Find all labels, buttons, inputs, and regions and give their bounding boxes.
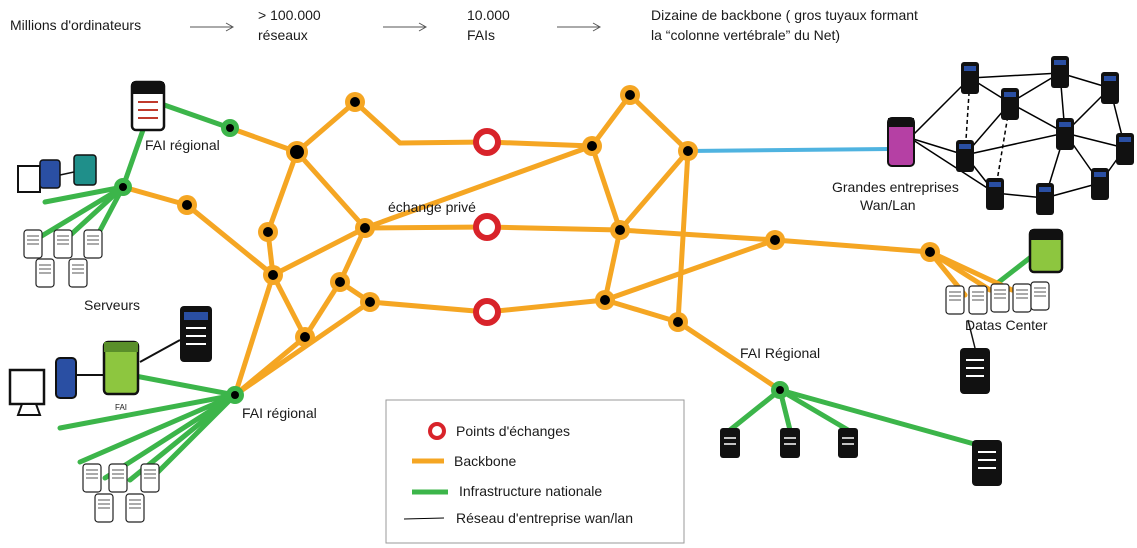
arrow-icon [383, 22, 428, 32]
label-serveurs: Serveurs [84, 297, 140, 313]
server-rack-left-icon [23, 229, 103, 288]
stage-fai-label: FAIs [467, 27, 495, 43]
header-flow: Millions d'ordinateurs > 100.000 réseaux… [10, 7, 918, 43]
backbone-node [582, 136, 602, 156]
server-node-icon [986, 178, 1004, 210]
fai-server-icon [102, 340, 140, 396]
backbone-node [263, 265, 283, 285]
legend-enterprise-label: Réseau d'entreprise wan/lan [456, 510, 633, 526]
exchange-point-icon [473, 213, 501, 241]
server-tower-icon [720, 428, 740, 458]
arrow-icon [190, 22, 235, 32]
backbone-node [920, 242, 940, 262]
server-node-icon [956, 140, 974, 172]
backbone-node [330, 272, 350, 292]
server-node-icon [1001, 88, 1019, 120]
backbone-node [360, 292, 380, 312]
fai-node [226, 386, 244, 404]
workstation-bottom-icon [8, 357, 104, 416]
fai-node [771, 381, 789, 399]
label-wan-lan: Wan/Lan [860, 197, 916, 213]
backbone-node [678, 141, 698, 161]
enterprise-gateway-icon [887, 117, 915, 167]
stage-backbone-line1: Dizaine de backbone ( gros tuyaux forman… [651, 7, 918, 23]
server-node-icon [961, 62, 979, 94]
workstation-icon [17, 154, 97, 193]
legend-item-backbone: Backbone [412, 453, 516, 469]
legend-exchange-label: Points d'échanges [456, 423, 570, 439]
exchange-point-icon [473, 298, 501, 326]
server-node-icon [1091, 168, 1109, 200]
legend-item-exchange: Points d'échanges [428, 422, 570, 440]
label-fai-regional-right: FAI Régional [740, 345, 820, 361]
fai-small-label: FAI [115, 403, 127, 412]
data-center-icon [945, 228, 1064, 394]
exchange-point-icon [473, 128, 501, 156]
fai-node [221, 119, 239, 137]
server-tower-icon [780, 428, 800, 458]
label-fai-regional-bottom: FAI régional [242, 405, 317, 421]
enterprise-servers [887, 56, 1134, 215]
enterprise-link [687, 147, 896, 153]
label-datas-center: Datas Center [965, 317, 1048, 333]
server-node-icon [1056, 118, 1074, 150]
label-echange-prive: échange privé [388, 199, 476, 215]
stage-backbone-line2: la “colonne vertébrale” du Net) [651, 27, 840, 43]
backbone-nodes [177, 85, 940, 347]
server-node-icon [1116, 133, 1134, 165]
backbone-node [610, 220, 630, 240]
stage-computers: Millions d'ordinateurs [10, 17, 141, 33]
backbone-node [355, 218, 375, 238]
exchange-point-icon [428, 422, 446, 440]
backbone-node [595, 290, 615, 310]
backbone-node [345, 92, 365, 112]
label-grandes-entreprises: Grandes entreprises [832, 179, 959, 195]
server-tower-icon [972, 440, 1002, 486]
stage-fai-count: 10.000 [467, 7, 510, 23]
stage-networks-label: réseaux [258, 27, 308, 43]
server-tower-icon [838, 428, 858, 458]
fai-node [114, 178, 132, 196]
regional-server-top-icon [130, 80, 166, 132]
backbone-node [258, 222, 278, 242]
legend: Points d'échanges Backbone Infrastructur… [385, 399, 685, 544]
exchange-points [473, 128, 501, 326]
server-rack-bottom-icon [82, 463, 160, 523]
backbone-node [668, 312, 688, 332]
legend-backbone-label: Backbone [454, 453, 516, 469]
regional-clients-right [720, 428, 1002, 486]
backbone-links [120, 92, 1015, 398]
legend-item-infrastructure: Infrastructure nationale [412, 483, 602, 499]
stage-networks-count: > 100.000 [258, 7, 321, 23]
arrow-icon [557, 22, 602, 32]
backbone-node [765, 230, 785, 250]
regional-nodes [114, 119, 789, 404]
backbone-node [295, 327, 315, 347]
legend-item-enterprise: Réseau d'entreprise wan/lan [403, 510, 633, 526]
server-tower-icon [180, 306, 212, 362]
server-node-icon [1051, 56, 1069, 88]
backbone-node [177, 195, 197, 215]
backbone-node [620, 85, 640, 105]
label-fai-regional-top: FAI régional [145, 137, 220, 153]
server-node-icon [1036, 183, 1054, 215]
legend-infrastructure-label: Infrastructure nationale [459, 483, 602, 499]
backbone-node [286, 141, 308, 163]
server-node-icon [1101, 72, 1119, 104]
